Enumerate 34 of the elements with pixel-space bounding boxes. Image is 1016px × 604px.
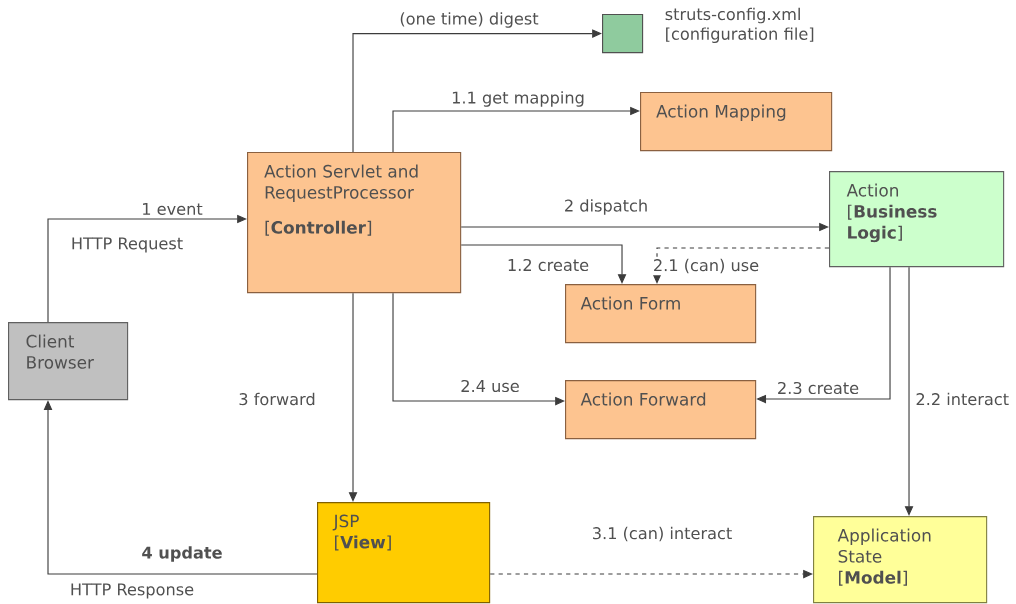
arrow bbox=[460, 222, 829, 232]
edge-label: 2 dispatch bbox=[561, 197, 651, 217]
file-icon-box bbox=[602, 14, 644, 54]
edge-label: 4 update bbox=[139, 544, 225, 564]
file-caption: struts-config.xml [configuration file] bbox=[665, 7, 814, 43]
arrow bbox=[392, 106, 640, 153]
arrow bbox=[47, 214, 247, 323]
action-box: Action [Business Logic] bbox=[829, 171, 1005, 268]
model-box: Application State [Model] bbox=[813, 516, 988, 604]
edge-label: 1.1 get mapping bbox=[449, 89, 587, 109]
edge-label: 2.3 create bbox=[774, 379, 862, 397]
process-box: Action Forward bbox=[565, 380, 757, 440]
edge-label: 3 forward bbox=[236, 390, 318, 408]
arrow bbox=[489, 569, 813, 579]
edge-label: 2.4 use bbox=[458, 377, 522, 395]
note-label: HTTP Request bbox=[68, 235, 186, 255]
edge-label: 1.2 create bbox=[504, 256, 592, 274]
edge-label: 2.2 interact bbox=[913, 390, 1012, 408]
edge-label: 2.1 (can) use bbox=[650, 256, 762, 276]
arrow bbox=[904, 266, 914, 516]
controller-box: Action Servlet and RequestProcessor [Controller] bbox=[247, 152, 462, 294]
view-box: JSP [View] bbox=[317, 502, 491, 604]
edge-label: 3.1 (can) interact bbox=[589, 524, 735, 544]
arrow bbox=[352, 29, 602, 153]
arrow bbox=[460, 244, 627, 284]
arrow bbox=[348, 292, 358, 502]
process-box: Action Mapping bbox=[640, 92, 833, 152]
arrow bbox=[652, 247, 830, 284]
arrow bbox=[392, 292, 565, 406]
edge-label: (one time) digest bbox=[397, 10, 541, 30]
note-label: HTTP Response bbox=[67, 581, 197, 601]
process-box: Action Form bbox=[565, 284, 757, 344]
client-box: Client Browser bbox=[8, 322, 129, 401]
edge-label: 1 event bbox=[139, 200, 205, 218]
